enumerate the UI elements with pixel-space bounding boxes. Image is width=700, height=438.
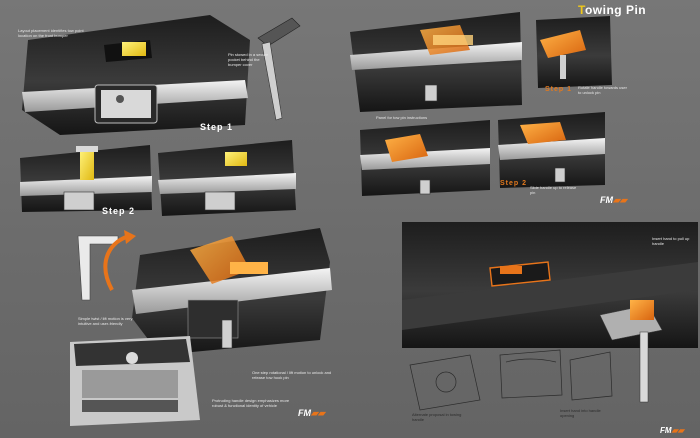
- mid-right-panel-a: [360, 120, 490, 196]
- note-alternate: Alternate proposal in towing handle: [412, 412, 462, 422]
- vehicle-front-render: [70, 336, 200, 426]
- note-insert-into: Insert hand into handle opening: [560, 408, 601, 418]
- step2-panel-left: [20, 145, 152, 212]
- bottom-right-photo-panel: [402, 222, 698, 403]
- top-right-large-panel: [350, 12, 522, 112]
- tow-pin-sketch: [257, 17, 301, 121]
- brand-mark-top-right: FM▰▰: [600, 195, 627, 205]
- note-layout: Layout placement identifies tow point lo…: [18, 28, 84, 38]
- note-insert-hand: Insert hand to pull up handle: [652, 236, 690, 246]
- step2-label-right: Step 2: [500, 180, 528, 187]
- note-protruding: Protruding handle design emphasizes more…: [212, 398, 290, 408]
- note-simple-twist: Simple twist / lift motion is very intui…: [78, 316, 133, 326]
- tow-hook-arrow-sketch: [77, 230, 136, 301]
- mid-right-panel-b: [498, 112, 605, 188]
- note-pin-callout: Pin stowed in a secure pocket behind the…: [228, 52, 269, 67]
- step1-label-right: Step 1: [545, 86, 573, 93]
- step2-panel-right: [158, 140, 296, 216]
- step2-label-left: Step 2: [102, 206, 136, 216]
- step1-label-left: Step 1: [200, 122, 234, 132]
- alternate-line-sketches: [409, 349, 613, 411]
- bumper-render-bottom-center: [132, 228, 332, 355]
- brand-mark-bottom-right: FM▰▰: [660, 426, 684, 435]
- page-title: Towing Pin: [578, 3, 647, 17]
- note-slide-handle: Slide handle up to release pin: [530, 185, 577, 195]
- bumper-render-top-left: [22, 15, 250, 135]
- note-one-step: One step rotational / lift motion to unl…: [252, 370, 332, 380]
- top-right-small-panel: [536, 16, 612, 88]
- note-panel-instructions: Panel for tow pin instructions: [376, 115, 428, 120]
- brand-mark-bottom-center: FM▰▰: [298, 408, 325, 418]
- note-rotate-handle: Rotate handle towards user to unlock pin: [578, 85, 627, 95]
